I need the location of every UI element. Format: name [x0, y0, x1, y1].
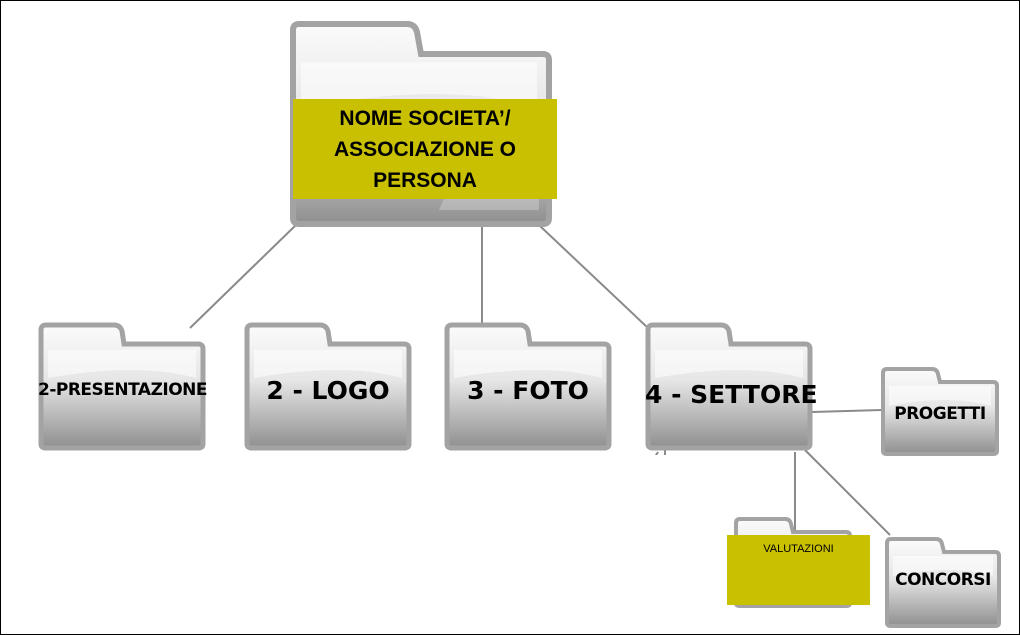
- folder-icon: [38, 322, 206, 451]
- valutazioni-note: VALUTAZIONI: [727, 535, 870, 605]
- folder-settore: 4 - SETTORE: [645, 322, 818, 451]
- root-title-line-2: ASSOCIAZIONE O: [333, 137, 517, 161]
- link-root-presentazione: [189, 223, 298, 329]
- folder-foto: 3 - FOTO: [444, 322, 612, 451]
- folder-label-logo: 2 - LOGO: [266, 376, 390, 405]
- folder-label-concorsi: CONCORSI: [895, 570, 991, 590]
- folder-progetti: PROGETTI: [880, 366, 1000, 456]
- folder-icon: [244, 322, 412, 451]
- link-settore-concorsi: [804, 449, 891, 536]
- folder-icon: [885, 537, 1001, 628]
- folder-icon: [444, 322, 612, 451]
- root-title-note: NOME SOCIETA’/ ASSOCIAZIONE O PERSONA: [293, 99, 557, 199]
- root-title-line-3: PERSONA: [373, 168, 477, 192]
- folder-label-settore: 4 - SETTORE: [645, 380, 818, 409]
- folder-label-progetti: PROGETTI: [894, 404, 986, 424]
- blank-region: [436, 455, 721, 630]
- folder-presentazione: 2-PRESENTAZIONE: [38, 322, 208, 451]
- root-title-line-1: NOME SOCIETA’/: [339, 106, 511, 130]
- valutazioni-label: VALUTAZIONI: [763, 543, 834, 555]
- folder-icon: [881, 367, 999, 456]
- folder-logo: 2 - LOGO: [244, 322, 412, 451]
- folder-icon: [645, 322, 813, 451]
- folder-concorsi: CONCORSI: [884, 536, 1002, 628]
- folder-label-presentazione: 2-PRESENTAZIONE: [38, 380, 208, 400]
- link-root-settore: [539, 225, 649, 329]
- link-settore-progetti: [811, 409, 883, 413]
- folder-label-foto: 3 - FOTO: [467, 376, 589, 405]
